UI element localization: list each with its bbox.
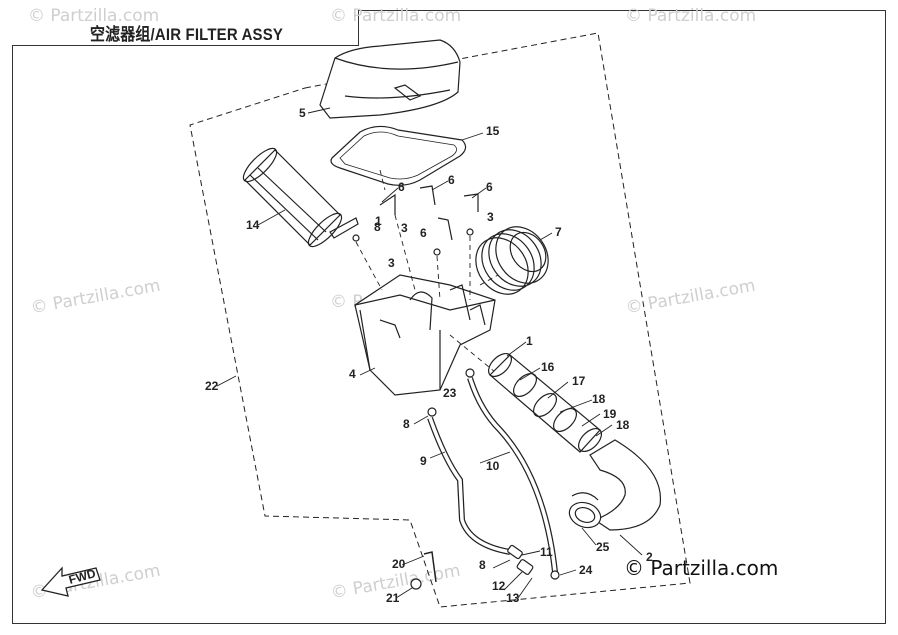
callout-1: 1 (375, 214, 382, 228)
callout-1: 1 (526, 334, 533, 348)
air-box-cover (319, 39, 461, 119)
callout-6: 6 (398, 180, 405, 194)
nut (410, 578, 422, 590)
watermark: © Partzilla.com (330, 6, 462, 26)
bracket (437, 217, 453, 241)
callout-23: 23 (443, 386, 457, 400)
callout-12: 12 (492, 579, 506, 593)
bracket (379, 193, 396, 215)
fwd-arrow-icon (40, 566, 101, 597)
breather-hose-10-inner (468, 377, 557, 573)
screw (352, 234, 360, 242)
bracket (463, 193, 479, 212)
callout-18: 18 (592, 392, 606, 406)
callout-4: 4 (349, 367, 356, 381)
assembly-lines (355, 169, 499, 373)
callout-11: 11 (540, 545, 553, 559)
diagram-frame (12, 10, 886, 624)
callout-17: 17 (572, 374, 586, 388)
drain-hose-9-inner (428, 417, 511, 554)
callout-6: 6 (420, 226, 427, 240)
callout-8: 8 (374, 220, 381, 234)
assembly-boundary (189, 32, 691, 608)
callout-2: 2 (646, 550, 653, 564)
copyright-notice: © Partzilla.com (624, 556, 779, 580)
fwd-label: FWD (67, 566, 97, 587)
diagram-title: 空滤器组/AIR FILTER ASSY (90, 25, 284, 44)
clamp (550, 570, 560, 580)
callout-3: 3 (487, 210, 494, 224)
callout-3: 3 (401, 221, 408, 235)
elbow-pipe (568, 439, 662, 531)
callout-19: 19 (603, 407, 617, 421)
callout-9: 9 (420, 454, 427, 468)
filter-element (242, 147, 343, 248)
callout-6: 6 (486, 180, 493, 194)
screw (466, 228, 474, 236)
screw (433, 248, 441, 256)
clamp (465, 368, 475, 378)
clamp (427, 407, 437, 417)
callout-18: 18 (616, 418, 630, 432)
watermark: © Partzilla.com (28, 6, 160, 26)
intake-boot (475, 226, 549, 295)
callout-8: 8 (403, 417, 410, 431)
callout-10: 10 (486, 459, 500, 473)
callout-6: 6 (448, 173, 455, 187)
drain-plug (507, 544, 523, 560)
callout-14: 14 (246, 218, 260, 232)
leader-lines (216, 107, 643, 599)
watermark: © Partzilla.com (625, 6, 757, 26)
clip (329, 217, 359, 239)
callout-22: 22 (205, 379, 219, 393)
cover-seal (330, 125, 467, 186)
callout-13: 13 (506, 591, 520, 605)
callout-16: 16 (541, 360, 555, 374)
callout-24: 24 (579, 563, 593, 577)
bracket (419, 185, 436, 206)
callout-15: 15 (486, 124, 500, 138)
connector-tube (487, 352, 603, 453)
callout-21: 21 (386, 591, 400, 605)
callout-8: 8 (479, 558, 486, 572)
callout-3: 3 (388, 256, 395, 270)
callout-7: 7 (555, 225, 562, 239)
callout-20: 20 (392, 557, 406, 571)
callout-25: 25 (596, 540, 610, 554)
air-box-housing (354, 274, 496, 396)
drain-plug (516, 559, 534, 575)
bolt (423, 551, 437, 583)
callout-5: 5 (299, 106, 306, 120)
title-box (12, 10, 359, 46)
